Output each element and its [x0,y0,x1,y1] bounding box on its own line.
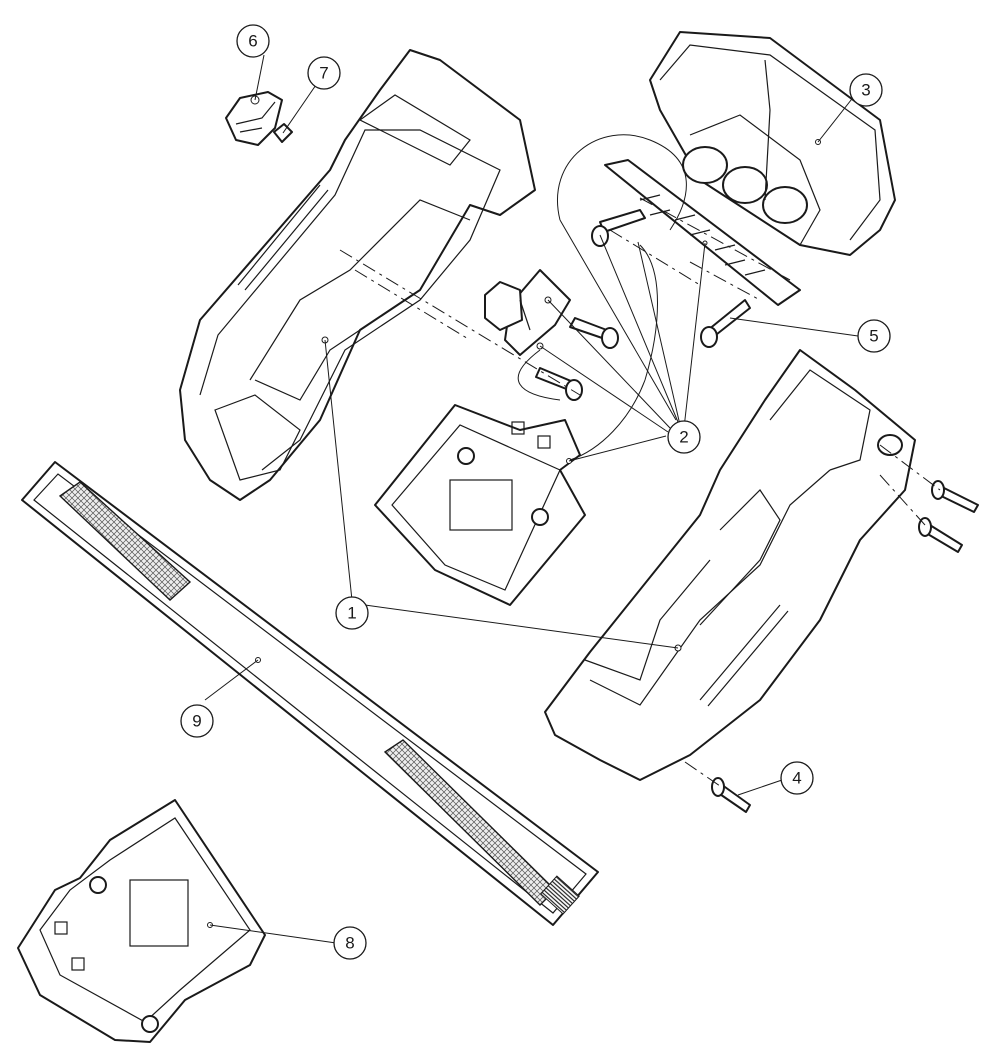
callout-6-label: 6 [248,32,257,51]
callout-8-label: 8 [345,934,354,953]
bottom-tray-part [17,799,266,1043]
top-bracket-part [649,31,896,256]
right-screw-bottom [918,517,963,553]
screw-part-b [569,317,619,349]
callout-4-label: 4 [792,769,801,788]
right-housing-part [544,349,916,781]
callout-2: 2 [667,420,701,454]
callout-5: 5 [857,319,891,353]
callout-1-label: 1 [347,604,356,623]
callout-4: 4 [780,761,814,795]
leader-lines [204,54,859,946]
wiring [517,134,687,461]
callout-7-label: 7 [319,64,328,83]
bottom-screw-part [711,777,751,813]
callout-6: 6 [236,24,270,58]
callout-1: 1 [335,596,369,630]
switch-part [484,269,571,356]
screw-part-a [591,209,646,247]
callout-9-label: 9 [192,712,201,731]
callout-5-label: 5 [869,327,878,346]
center-tray-part [374,404,586,606]
screw-part-d [700,299,751,348]
long-strip-part [21,461,599,926]
callout-8: 8 [333,926,367,960]
callout-3-label: 3 [861,81,870,100]
callout-3: 3 [849,73,883,107]
latch-part [225,91,283,146]
callout-7: 7 [307,56,341,90]
circuit-board-part [604,159,801,306]
screw-part-c [535,367,583,401]
assembly-axes [339,197,941,787]
left-housing-part [179,49,536,501]
callout-9: 9 [180,704,214,738]
right-screw-top [931,480,979,513]
callout-2-label: 2 [679,428,688,447]
